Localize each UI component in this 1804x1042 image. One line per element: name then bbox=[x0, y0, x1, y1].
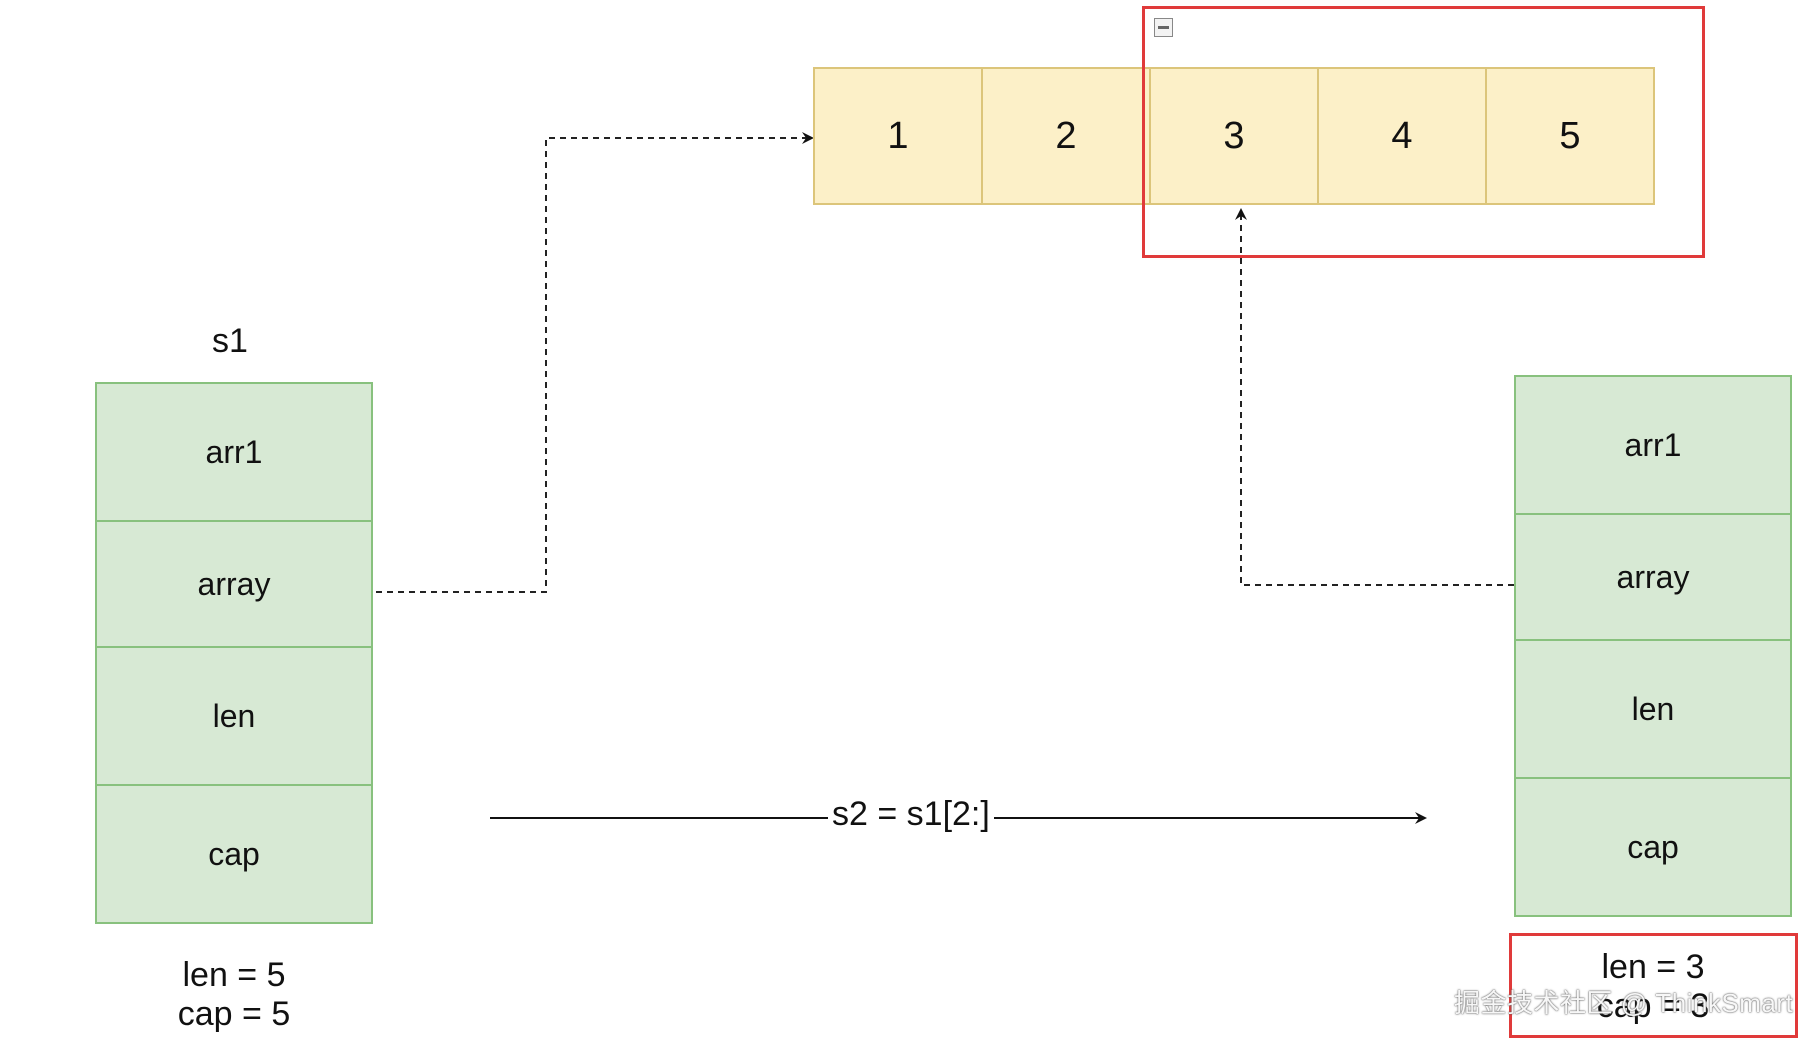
s1-len-note: len = 5 bbox=[182, 956, 286, 994]
s2-view-highlight bbox=[1142, 6, 1705, 258]
array-cell-1: 2 bbox=[981, 67, 1151, 205]
s1-cap-note: cap = 5 bbox=[177, 995, 291, 1033]
s2-field-cap: cap bbox=[1514, 777, 1792, 917]
array-cell-4: 5 bbox=[1485, 67, 1655, 205]
s2-len-note: len = 3 bbox=[1601, 948, 1705, 986]
s1-struct: arr1 array len cap bbox=[95, 382, 373, 924]
s1-field-cap: cap bbox=[95, 784, 373, 924]
s1-field-arr1: arr1 bbox=[95, 382, 373, 522]
s2-field-len: len bbox=[1514, 639, 1792, 779]
array-cell-2: 3 bbox=[1149, 67, 1319, 205]
s2-field-array: array bbox=[1514, 513, 1792, 641]
s2-array-pointer bbox=[1235, 208, 1514, 586]
s2-len-cap-highlight bbox=[1509, 933, 1798, 1038]
s1-field-len: len bbox=[95, 646, 373, 786]
slice-expression: s2 = s1[2:] bbox=[828, 795, 994, 834]
backing-array: 1 2 3 4 5 bbox=[813, 67, 1655, 205]
array-cell-3: 4 bbox=[1317, 67, 1487, 205]
s2-field-arr1: arr1 bbox=[1514, 375, 1792, 515]
s2-struct: arr1 array len cap bbox=[1514, 375, 1792, 917]
watermark: 掘金技术社区 @ ThinkSmart bbox=[1454, 988, 1794, 1018]
s2-cap-note: cap = 3 bbox=[1596, 987, 1710, 1025]
s1-field-array: array bbox=[95, 520, 373, 648]
s1-array-pointer bbox=[376, 132, 814, 593]
s1-title: s1 bbox=[212, 322, 248, 360]
collapse-toggle-icon[interactable] bbox=[1154, 18, 1173, 37]
array-cell-0: 1 bbox=[813, 67, 983, 205]
